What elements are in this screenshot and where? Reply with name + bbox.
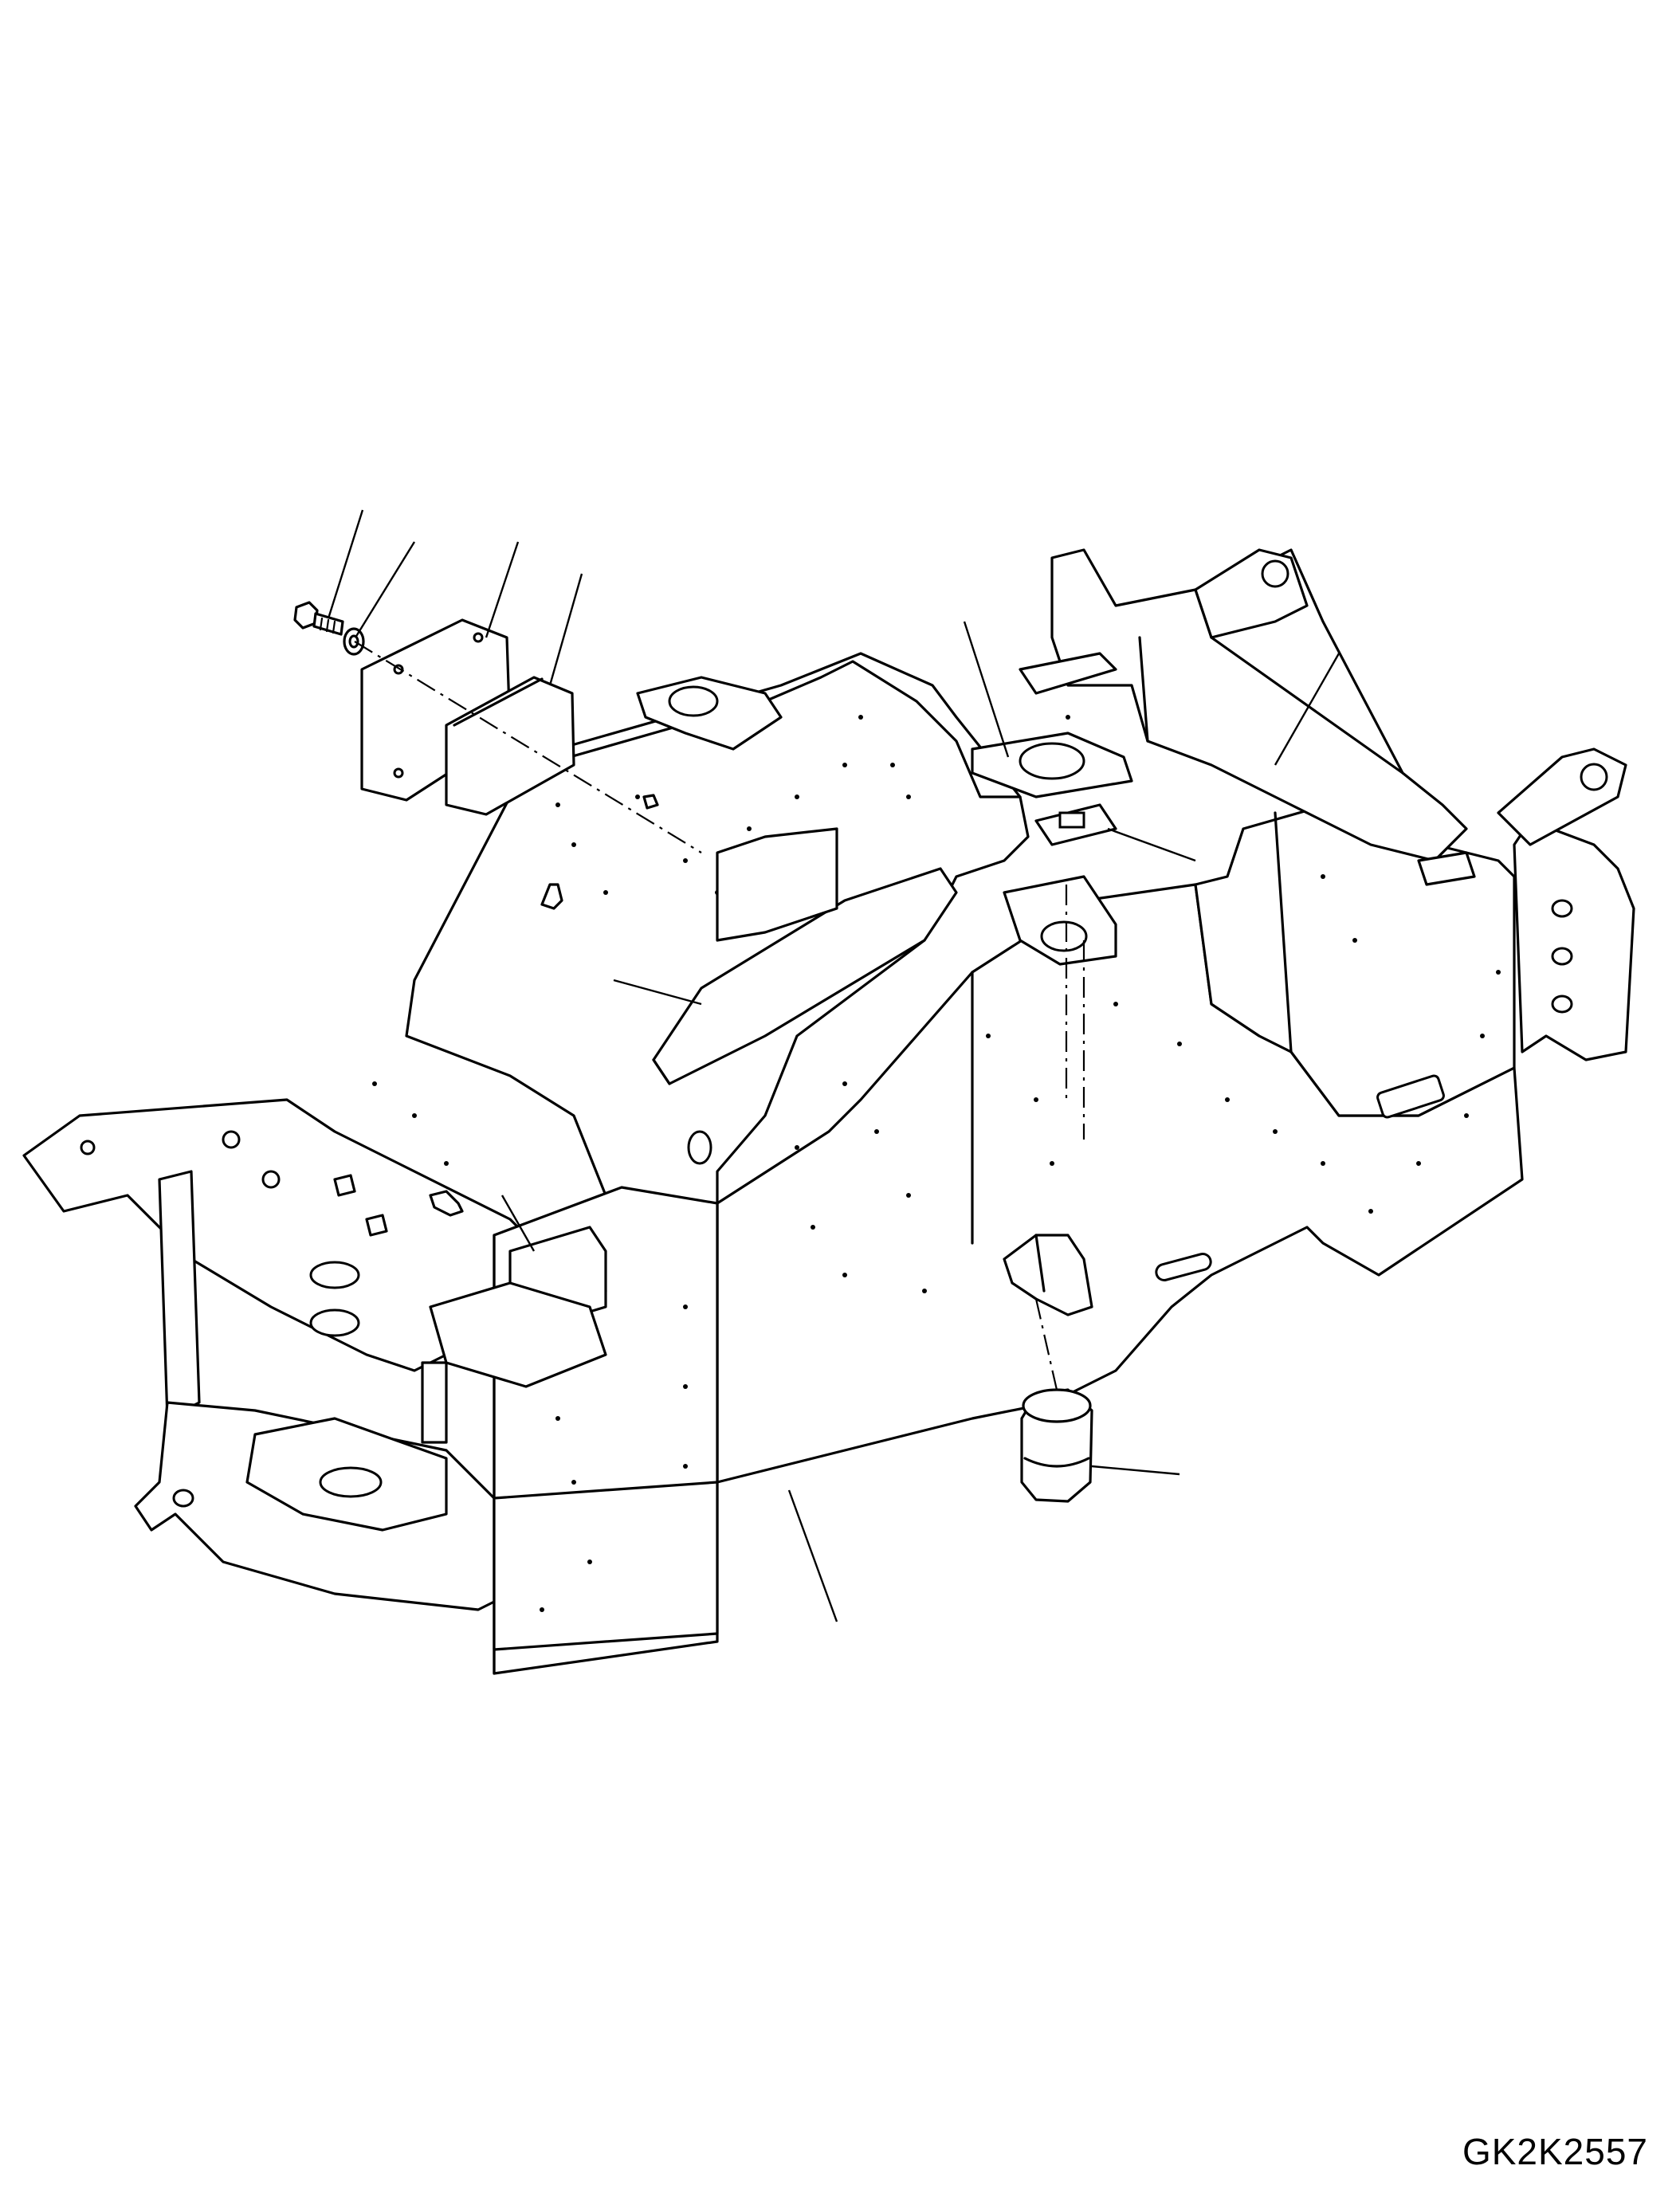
- frame-holes: [172, 899, 1573, 1508]
- bracket-plate-icon: [652, 827, 958, 1085]
- main-frame-icon: [22, 652, 1635, 1675]
- guard-block-icon: [421, 1226, 607, 1444]
- bolt-icon: [293, 601, 344, 636]
- step-pad-icon: [1003, 1234, 1093, 1316]
- plug-cap-icon: [1020, 1388, 1093, 1503]
- washer-icon: [343, 627, 365, 656]
- leader-lines: [327, 509, 1340, 1622]
- mount-plate-icon: [636, 676, 1133, 966]
- assembly-lines: [354, 641, 1085, 1391]
- cross-beam-icon: [1019, 548, 1627, 886]
- drawing-code: GK2K2557: [1462, 2131, 1648, 2172]
- fittings: [80, 794, 659, 1237]
- rubber-pad-icon: [445, 676, 575, 816]
